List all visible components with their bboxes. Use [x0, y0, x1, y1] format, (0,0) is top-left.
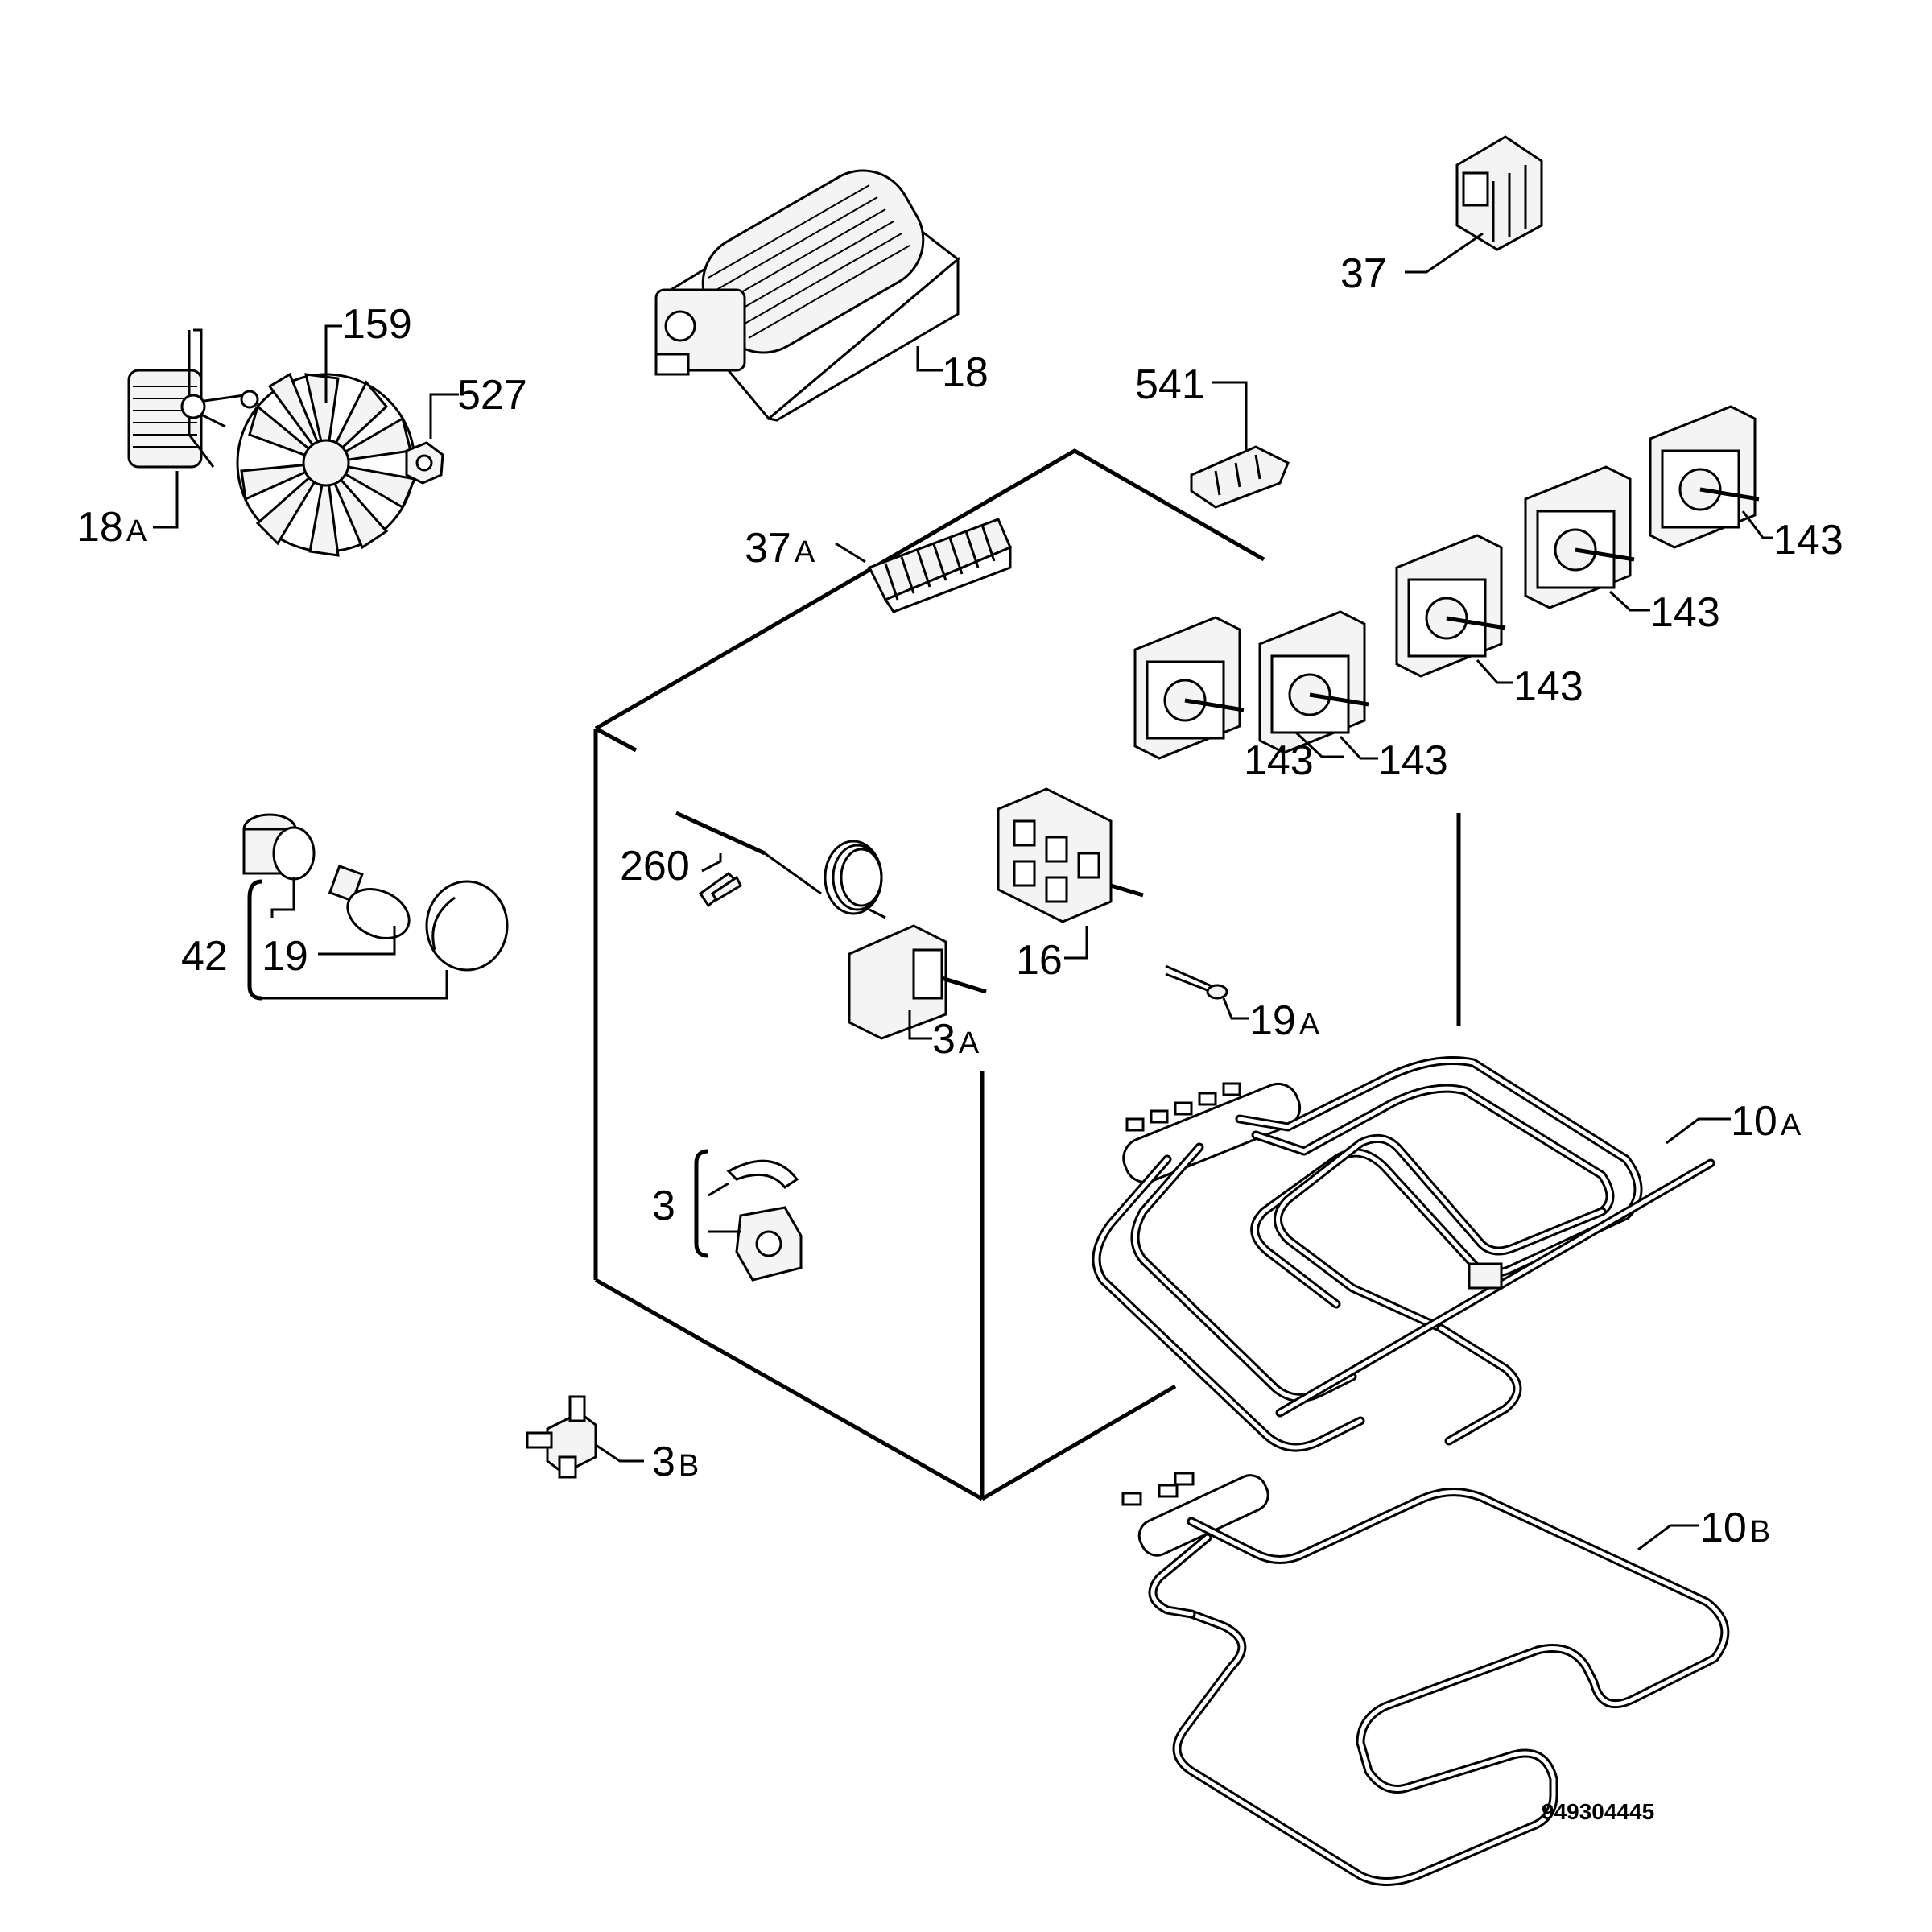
leader-3-clip: [708, 1182, 729, 1197]
leader-37a: [835, 542, 866, 564]
energy-regulator-3: [1395, 534, 1506, 678]
label-260: 260: [620, 843, 690, 890]
leader-10b: [1637, 1524, 1699, 1551]
label-143-1: 143: [1773, 517, 1843, 564]
label-541: 541: [1135, 361, 1205, 408]
lamp-glass-cover: [425, 880, 509, 972]
leader-10a: [1666, 1117, 1731, 1145]
leader-143-1: [1741, 510, 1773, 539]
bottom-heating-element: [1121, 1472, 1730, 1886]
energy-regulator-2: [1524, 465, 1635, 609]
label-16: 16: [1016, 937, 1063, 984]
label-42: 42: [181, 933, 228, 980]
tangential-fan: [654, 169, 960, 422]
label-18: 18: [942, 349, 989, 396]
label-143-4: 143: [1378, 737, 1448, 784]
leader-527: [429, 393, 459, 439]
energy-regulator-1: [1649, 405, 1760, 549]
label-143-2: 143: [1650, 589, 1720, 636]
label-37: 37: [1340, 250, 1387, 297]
label-159: 159: [342, 301, 412, 348]
leader-18: [916, 346, 943, 372]
lamp-bulb: [328, 864, 411, 939]
thermal-cutout: [735, 1206, 803, 1282]
leader-143-2: [1608, 590, 1650, 612]
energy-regulator-4: [1258, 610, 1369, 754]
leader-3a: [908, 1010, 932, 1040]
leader-541: [1212, 381, 1248, 451]
label-19: 19: [262, 933, 308, 980]
leader-19a: [1222, 997, 1249, 1020]
drawing-code: 949304445: [1542, 1799, 1654, 1824]
leader-18a: [153, 471, 179, 529]
connector-clip: [1190, 445, 1290, 509]
sensor-probe: [1165, 964, 1228, 1000]
leader-143-3: [1476, 659, 1513, 684]
label-3: 3: [652, 1183, 675, 1229]
leader-260: [701, 853, 722, 873]
grill-heating-element: [1092, 1056, 1715, 1452]
label-143-3: 143: [1513, 663, 1583, 710]
safety-thermostat: [526, 1395, 597, 1479]
leader-16: [1064, 926, 1088, 960]
door-switch: [1455, 135, 1543, 251]
cutout-clip: [726, 1159, 799, 1190]
leader-3b: [595, 1443, 644, 1463]
label-527: 527: [457, 372, 527, 419]
leader-42-holder: [270, 877, 295, 918]
fan-motor: [127, 328, 259, 469]
thermostat: [675, 811, 987, 1040]
leader-143-4: [1339, 735, 1378, 760]
fan-impeller: [236, 372, 417, 557]
lamp-holder: [242, 813, 316, 881]
energy-regulator-5: [1133, 616, 1245, 760]
label-143-5: 143: [1244, 737, 1314, 784]
leader-42-cover: [262, 970, 448, 1000]
brace-42: [247, 879, 262, 1001]
leader-19: [318, 926, 396, 956]
oven-cavity-outline: [593, 448, 1461, 1501]
terminal-block: [867, 518, 1012, 613]
leader-143-5: [1294, 731, 1344, 758]
capillary-clip: [698, 872, 742, 908]
fan-nut: [405, 441, 444, 485]
selector-switch: [997, 787, 1144, 923]
leader-159: [324, 324, 342, 402]
grill-terminal-plate: [1122, 1082, 1302, 1183]
leader-37: [1405, 232, 1484, 274]
brace-3: [694, 1149, 709, 1258]
